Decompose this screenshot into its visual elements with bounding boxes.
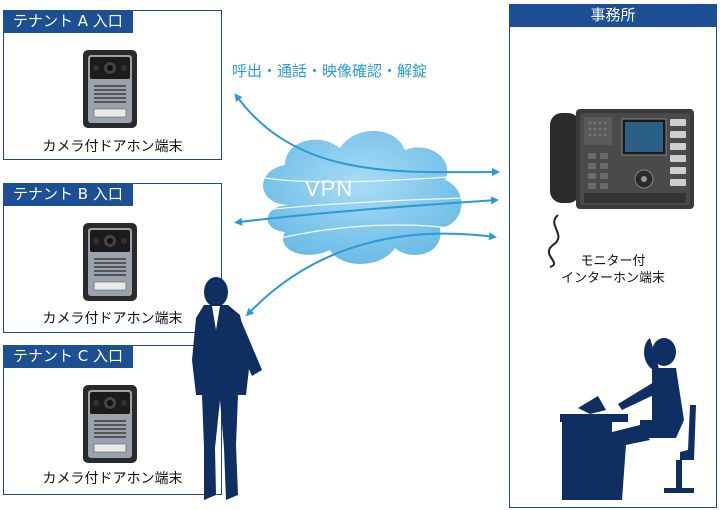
tenant-b-box: テナント B 入口 カメラ付ドアホン端末 [3, 183, 222, 333]
door-phone-icon [83, 50, 137, 128]
tenant-b-header: テナント B 入口 [3, 183, 133, 206]
arrow-tenant-b [234, 196, 499, 226]
vpn-label: VPN [305, 176, 354, 201]
tenant-b-device-label: カメラ付ドアホン端末 [42, 311, 183, 327]
arrow-tenant-c [245, 232, 497, 317]
tenant-c-box: テナント C 入口 カメラ付ドアホン端末 [3, 345, 222, 495]
tenant-a-box: テナント A 入口 カメラ付ドアホン端末 [3, 10, 222, 160]
office-device-line2: インターホン端末 [560, 271, 665, 286]
person-seated-icon [560, 338, 696, 500]
office-box: 事務所 モニター付 インターホン端末 [509, 4, 717, 508]
office-device-label: モニター付 インターホン端末 [510, 253, 716, 287]
functions-label: 呼出・通話・映像確認・解錠 [232, 62, 428, 80]
tenant-c-device-label: カメラ付ドアホン端末 [42, 471, 183, 487]
person-standing-icon [192, 277, 262, 500]
tenant-a-device-label: カメラ付ドアホン端末 [42, 139, 183, 155]
tenant-a-header: テナント A 入口 [3, 10, 133, 33]
arrow-tenant-a [234, 93, 500, 177]
monitor-intercom-icon [547, 109, 694, 268]
door-phone-icon [83, 385, 137, 463]
office-device-line1: モニター付 [580, 254, 646, 269]
office-header: 事務所 [509, 4, 717, 27]
tenant-c-header: テナント C 入口 [3, 345, 134, 368]
door-phone-icon [83, 223, 137, 301]
